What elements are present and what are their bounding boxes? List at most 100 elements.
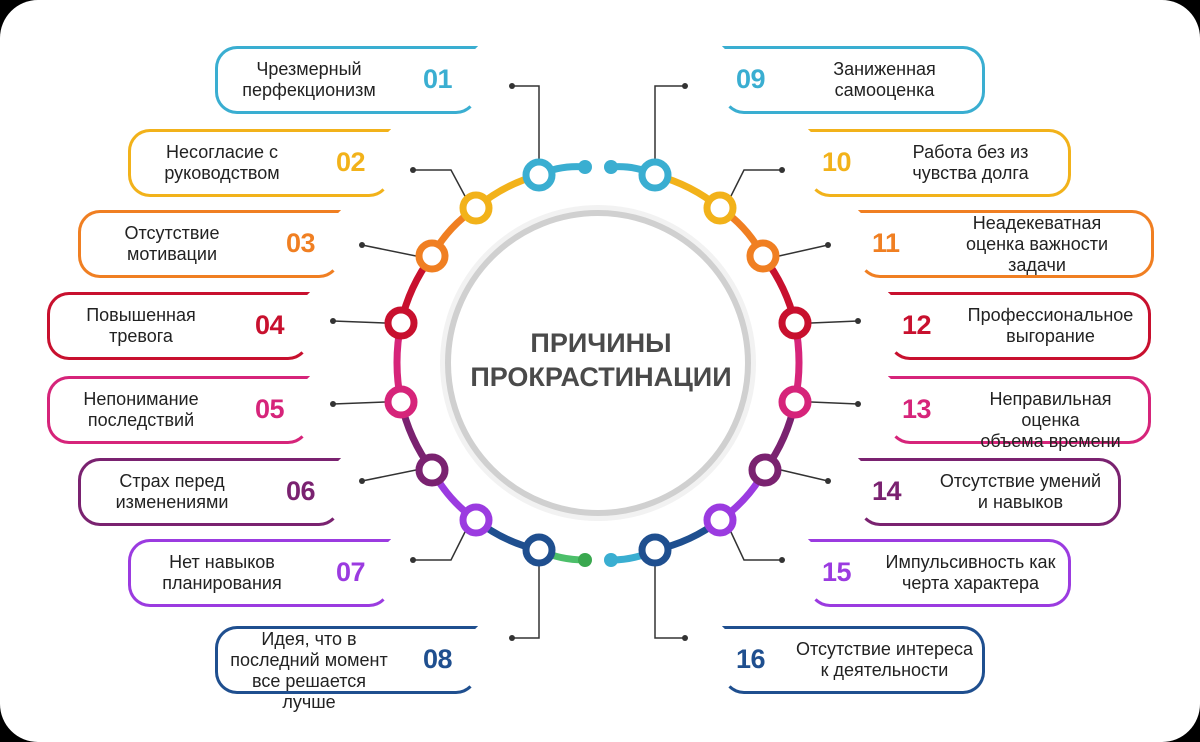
cause-box-03 [78,210,341,278]
cause-number: 05 [255,394,285,424]
connector-dot [359,478,365,484]
connector-line [332,401,386,405]
center-circle [445,210,751,516]
ring-node [415,453,449,487]
connector-dot [410,167,416,173]
connector-line [512,564,540,639]
cause-text: Непонимание последствий [83,389,199,430]
connector-dot [682,83,688,89]
cause-text: Профессиональное выгорание [967,305,1134,346]
connector-line [512,85,540,161]
connector-line [780,469,829,482]
cause-number: 11 [872,228,900,258]
cause-number: 04 [255,310,285,340]
connector-line [361,244,417,257]
connector-dot [779,557,785,563]
cause-text: Заниженная самооценка [833,59,936,100]
ring-node [459,191,493,225]
cause-number: 08 [423,644,453,674]
ring-node [522,158,556,192]
center-title: ПРИЧИНЫ ПРОКРАСТИНАЦИИ [470,328,732,392]
connector-dot [825,478,831,484]
connector-line [810,401,859,405]
ring-node [384,385,418,419]
connector-line [778,244,829,257]
cause-box-01 [215,46,478,114]
connector-line [361,469,417,482]
connector-dot [855,318,861,324]
ring-node [522,533,556,567]
cause-box-16 [722,626,985,694]
connector-line [729,169,782,199]
ring-node [384,306,418,340]
ring-node [746,239,780,273]
cause-text: Идея, что в последний момент все решаетс… [230,628,388,712]
connector-dot [330,318,336,324]
cause-number: 09 [736,64,766,94]
cause-text: Работа без из чувства долга [912,142,1029,183]
connector-dot [330,401,336,407]
cause-box-11 [858,210,1154,278]
ring-node [778,385,812,419]
cause-box-09 [722,46,985,114]
cause-text: Нет навыков планирования [162,552,282,593]
cause-text: Отсутствие мотивации [124,223,220,264]
cause-number: 15 [822,557,852,587]
ring-node [459,503,493,537]
ring-node [703,503,737,537]
cause-number: 12 [902,310,932,340]
cause-number: 07 [336,557,366,587]
cause-box-13 [888,376,1151,444]
cause-text: Несогласие с руководством [164,142,280,183]
connector-line [654,564,685,639]
cause-text: Страх перед изменениями [115,471,229,512]
ring-node [778,306,812,340]
cause-number: 06 [286,476,316,506]
cause-text: Неадекеватная оценка важности задачи [965,212,1108,275]
connector-dot [410,557,416,563]
connector-dot [779,167,785,173]
cause-box-15 [808,539,1071,607]
cause-number: 10 [822,147,852,177]
cause-number: 01 [423,64,453,94]
cause-box-05 [47,376,310,444]
ring-node [638,533,672,567]
cause-box-12 [888,292,1151,360]
connector-line [332,320,386,324]
cause-number: 13 [902,394,932,424]
ring-node [703,191,737,225]
connector-dot [509,635,515,641]
cause-text: Отсутствие интереса к деятельности [795,639,974,680]
connector-line [413,169,467,199]
connector-dot [509,83,515,89]
cause-box-04 [47,292,310,360]
cause-number: 16 [736,644,766,674]
connector-line [654,85,685,161]
connector-dot [359,242,365,248]
connector-dot [825,242,831,248]
cause-box-14 [858,458,1121,526]
cause-text: Неправильная оценка объема времени [980,389,1121,451]
connector-line [413,529,467,561]
cause-text: Повышенная тревога [86,305,196,346]
cause-box-06 [78,458,341,526]
ring-node [415,239,449,273]
connector-line [729,529,782,561]
connector-line [810,320,859,324]
cause-number: 02 [336,147,366,177]
cause-box-10 [808,129,1071,197]
cause-text: Отсутствие умений и навыков [939,471,1102,512]
cause-number: 14 [872,476,902,506]
ring-node [638,158,672,192]
cause-box-07 [128,539,391,607]
connector-dot [855,401,861,407]
cause-text: Чрезмерный перфекционизм [242,59,376,100]
cause-box-08 [215,626,478,694]
ring-node [748,453,782,487]
cause-number: 03 [286,228,316,258]
cause-text: Импульсивность как черта характера [885,552,1056,593]
connector-dot [682,635,688,641]
cause-box-02 [128,129,391,197]
